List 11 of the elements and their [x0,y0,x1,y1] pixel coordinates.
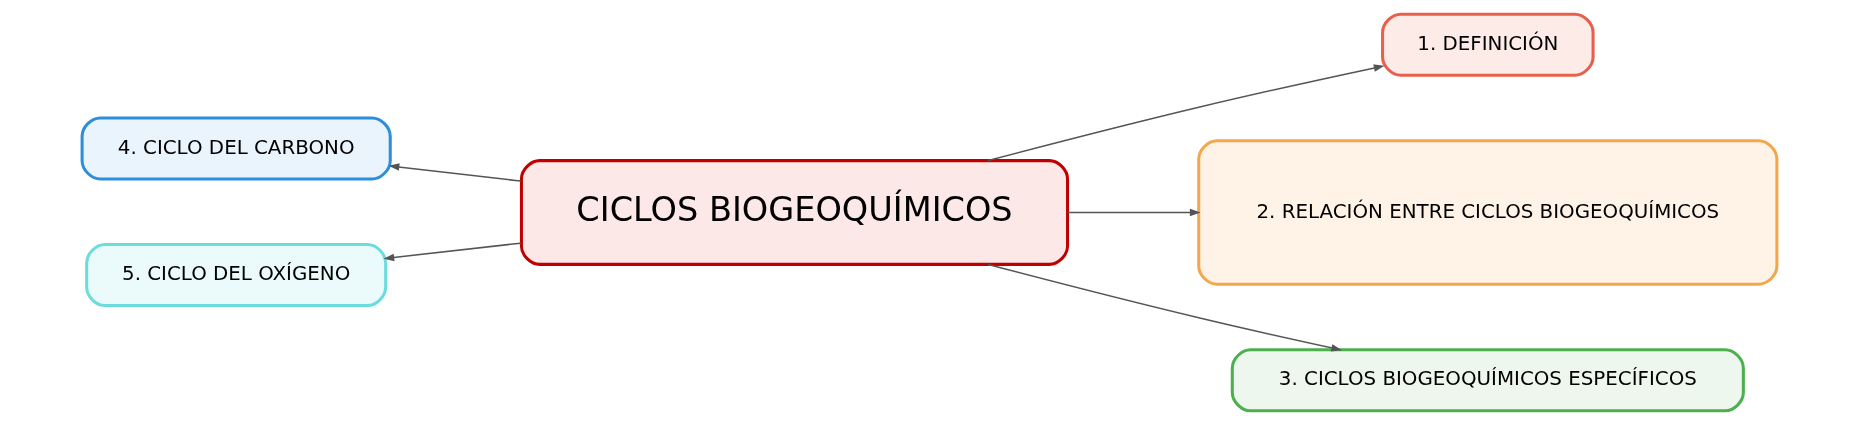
node-box: CICLOS BIOGEOQUÍMICOS [519,159,1069,266]
arrow [986,64,1384,162]
arrow [1066,208,1201,217]
node-box: 1. DEFINICIÓN [1380,12,1595,77]
arrow [986,263,1342,352]
node-box: 4. CICLO DEL CARBONO [80,116,392,181]
arrow [388,163,522,182]
node-box: 3. CICLOS BIOGEOQUÍMICOS ESPECÍFICOS [1230,348,1745,413]
node-box: 2. RELACIÓN ENTRE CICLOS BIOGEOQUÍMICOS [1196,139,1778,286]
arrow [383,242,522,262]
node-box: 5. CICLO DEL OXÍGENO [84,243,387,308]
